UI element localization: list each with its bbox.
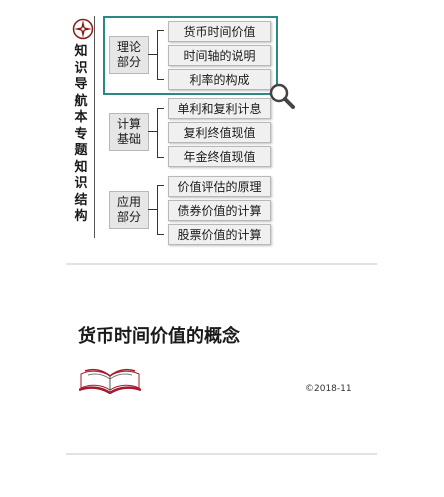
current-section-highlight (103, 16, 278, 95)
brace (157, 30, 164, 80)
topic-item[interactable]: 时间轴的说明 (168, 45, 271, 66)
connector (148, 209, 157, 210)
topic-label: 价值评估的原理 (177, 180, 262, 194)
slide-separator (66, 453, 377, 455)
topic-item[interactable]: 复利终值现值 (168, 122, 271, 143)
topic-item[interactable]: 股票价值的计算 (168, 224, 271, 245)
brace (157, 185, 164, 235)
topic-label: 债券价值的计算 (177, 204, 262, 218)
nav-divider (94, 16, 95, 238)
magnifier-icon (269, 83, 295, 109)
topic-label: 利率的构成 (189, 73, 250, 87)
topic-label: 股票价值的计算 (177, 228, 262, 242)
group-application-label: 应用部分 (116, 195, 141, 224)
compass-icon (72, 18, 94, 40)
group-theory-label: 理论部分 (116, 40, 141, 69)
open-book-icon (79, 368, 141, 394)
topic-label: 复利终值现值 (183, 126, 256, 140)
group-theory[interactable]: 理论部分 (109, 36, 149, 74)
connector (148, 131, 157, 132)
topic-item[interactable]: 价值评估的原理 (168, 176, 271, 197)
group-calc-label: 计算基础 (116, 117, 141, 146)
topic-item[interactable]: 单利和复利计息 (168, 98, 271, 119)
brace (157, 108, 164, 158)
topic-label: 时间轴的说明 (183, 49, 256, 63)
copyright-text: ©2018-11 (305, 384, 352, 394)
topic-item[interactable]: 货币时间价值 (168, 21, 271, 42)
slide-separator (66, 263, 377, 265)
group-calc[interactable]: 计算基础 (109, 113, 149, 151)
connector (148, 54, 157, 55)
topic-item[interactable]: 利率的构成 (168, 69, 271, 90)
topic-label: 年金终值现值 (183, 150, 256, 164)
topic-item[interactable]: 债券价值的计算 (168, 200, 271, 221)
topic-label: 单利和复利计息 (177, 102, 262, 116)
group-application[interactable]: 应用部分 (109, 191, 149, 229)
topic-item[interactable]: 年金终值现值 (168, 146, 271, 167)
slide-title: 货币时间价值的概念 (78, 326, 240, 347)
nav-vertical-title: 知识导航 本专题知识结构 (74, 44, 88, 224)
topic-label: 货币时间价值 (183, 25, 256, 39)
